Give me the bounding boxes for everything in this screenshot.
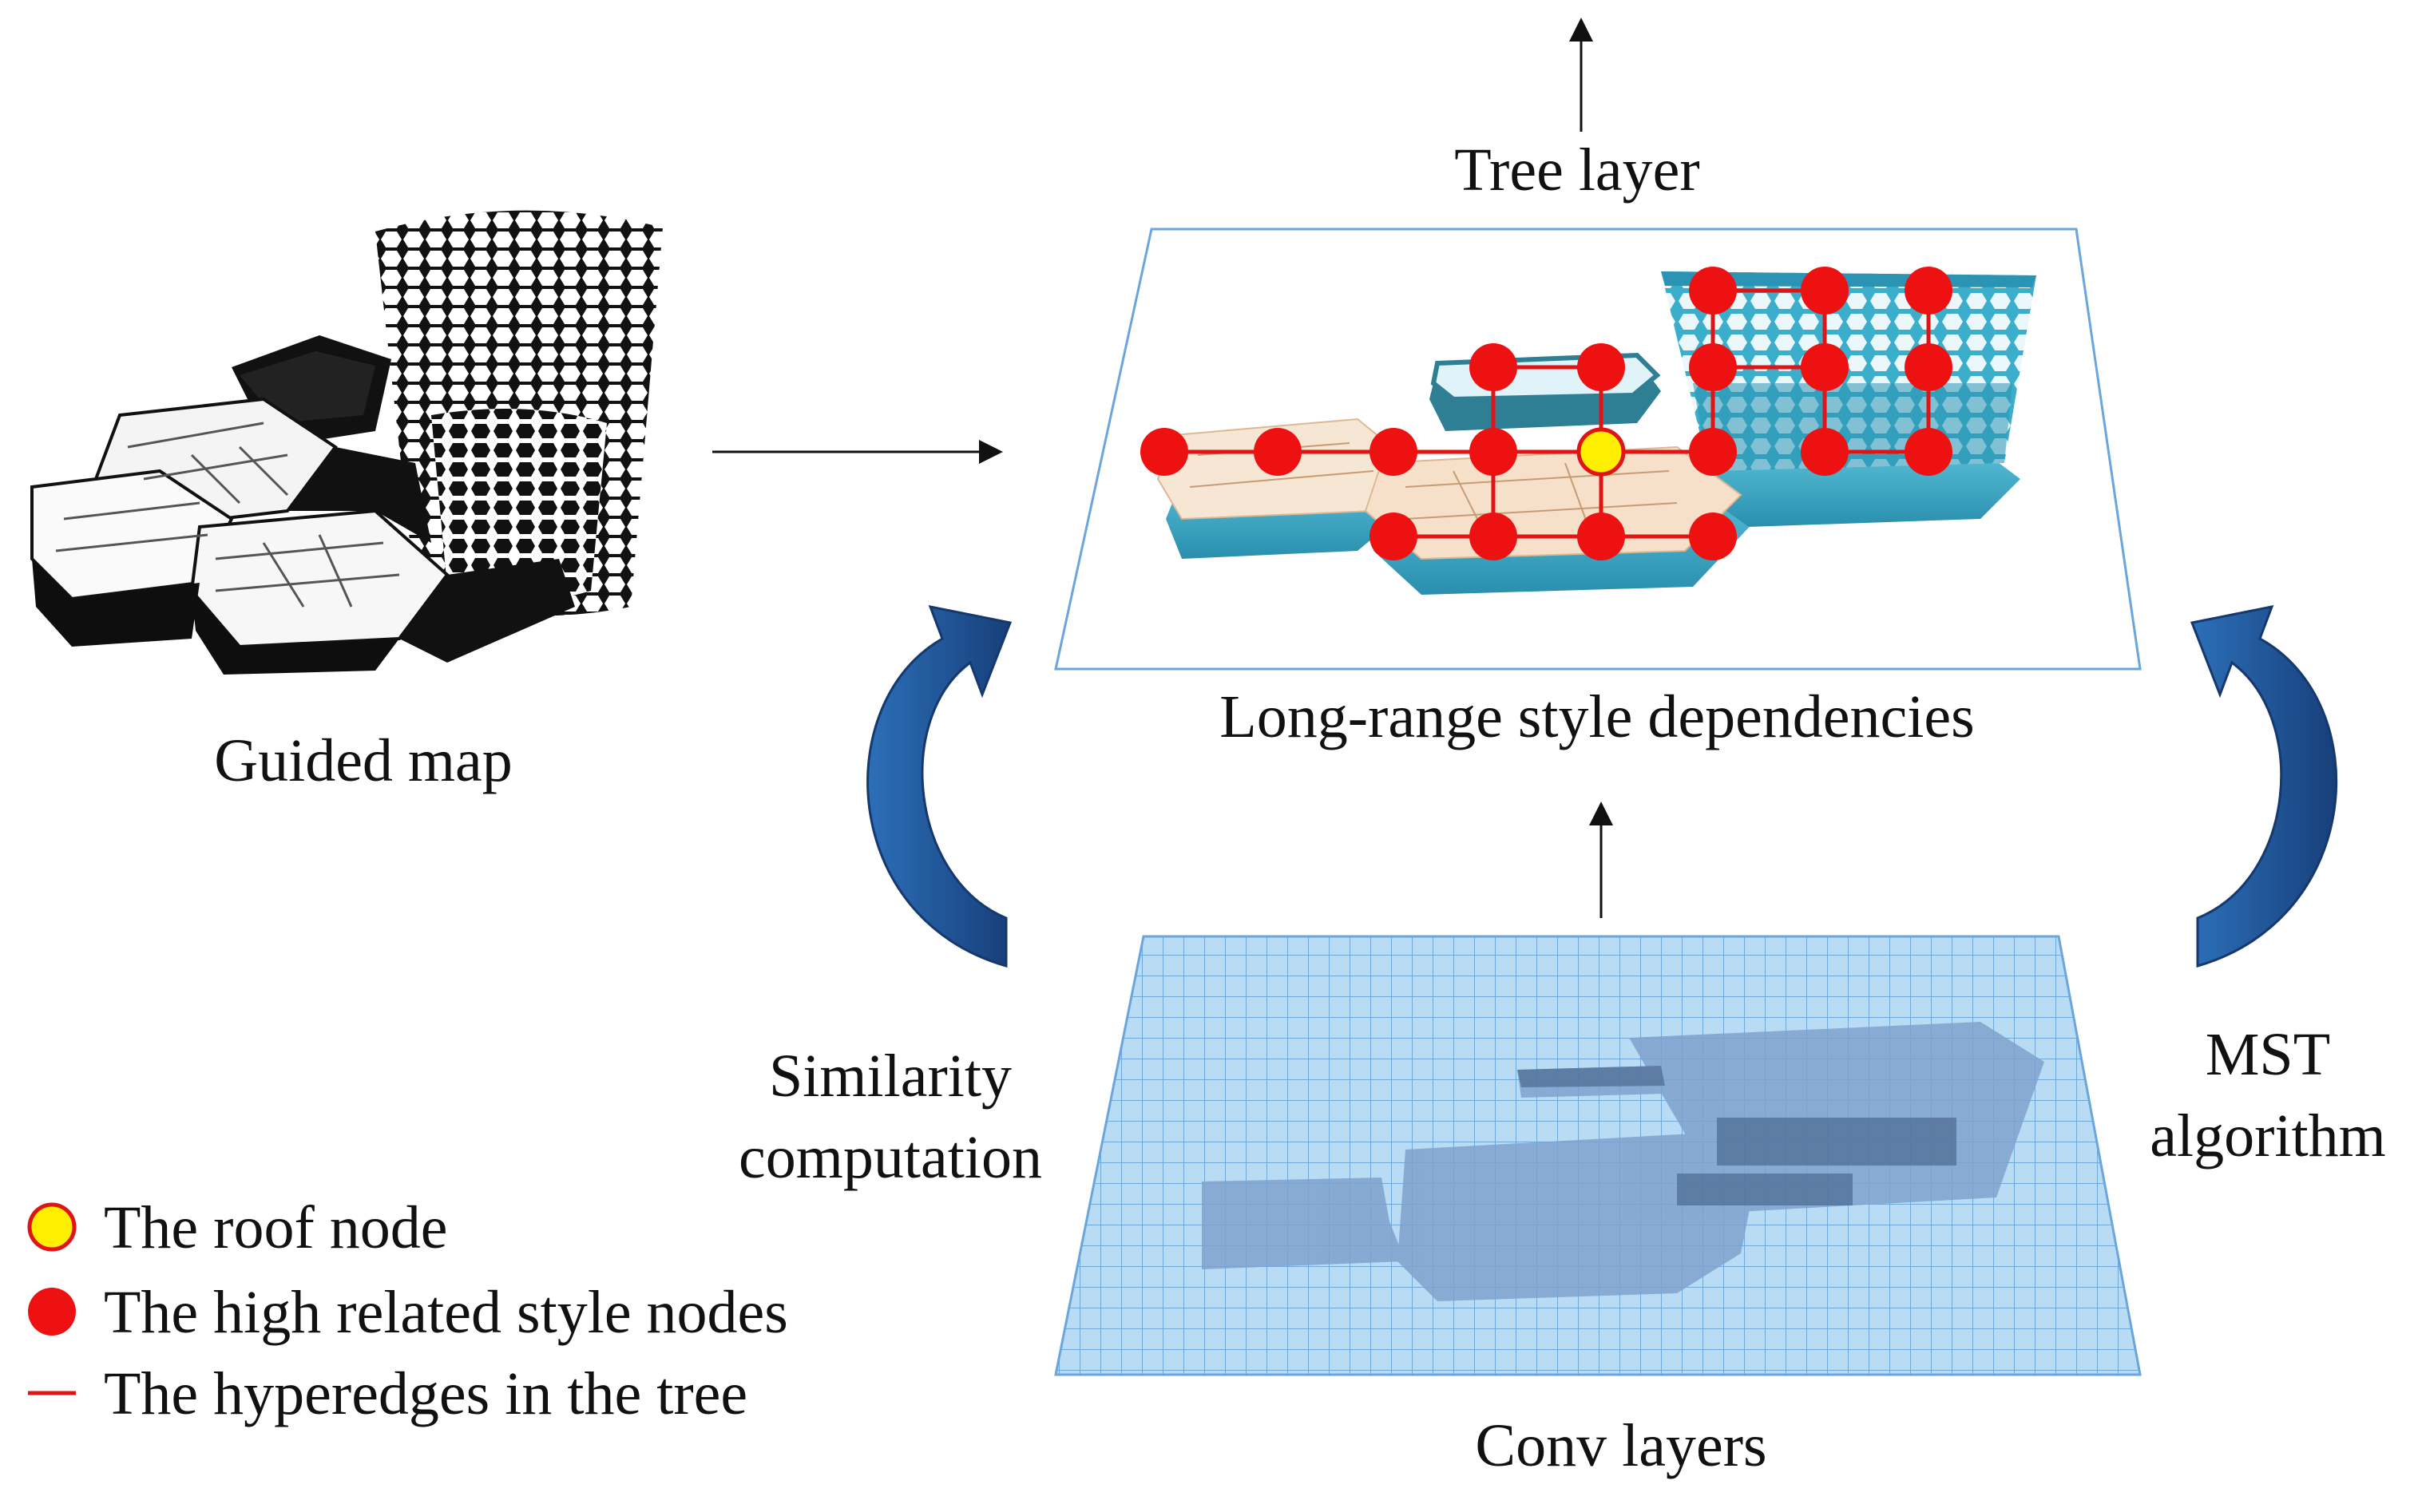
tree-graph bbox=[1140, 267, 1952, 560]
style-node bbox=[1469, 428, 1517, 476]
style-node bbox=[1370, 428, 1417, 476]
style-node bbox=[1689, 267, 1737, 315]
legend-roof-node-marker bbox=[27, 1202, 77, 1252]
guided-map-label: Guided map bbox=[214, 727, 513, 794]
style-node bbox=[1469, 343, 1517, 391]
similarity-label: Similarity bbox=[769, 1043, 1012, 1110]
legend-hyperedges-label: The hyperedges in the tree bbox=[104, 1360, 748, 1427]
conv-layers-label: Conv layers bbox=[1475, 1412, 1767, 1479]
style-node bbox=[1577, 343, 1625, 391]
similarity-curved-arrow bbox=[866, 604, 1013, 968]
legend-markers bbox=[27, 1202, 77, 1395]
style-node bbox=[1801, 267, 1849, 315]
tree-layer-label: Tree layer bbox=[1454, 137, 1700, 204]
style-node bbox=[1469, 513, 1517, 560]
guided-map-image bbox=[30, 210, 663, 675]
style-node bbox=[1801, 343, 1849, 391]
legend-style-nodes-label: The high related style nodes bbox=[104, 1279, 788, 1346]
style-node bbox=[1577, 513, 1625, 560]
style-node bbox=[1905, 267, 1952, 315]
style-node bbox=[1689, 428, 1737, 476]
long-range-label: Long-range style dependencies bbox=[1219, 683, 1975, 750]
style-node bbox=[1689, 513, 1737, 560]
conv-layers-grid bbox=[1054, 935, 2142, 1376]
style-node bbox=[1254, 428, 1302, 476]
style-node bbox=[1905, 428, 1952, 476]
style-node bbox=[1801, 428, 1849, 476]
computation-label: computation bbox=[739, 1124, 1042, 1191]
legend-roof-node-label: The roof node bbox=[104, 1194, 448, 1261]
style-node bbox=[1140, 428, 1188, 476]
style-node bbox=[1689, 343, 1737, 391]
style-node bbox=[1905, 343, 1952, 391]
style-nodes bbox=[1140, 267, 1952, 560]
legend-style-node-marker bbox=[28, 1288, 76, 1336]
roof-node bbox=[1576, 427, 1626, 477]
style-node bbox=[1370, 513, 1417, 560]
mst-label: MST bbox=[2205, 1021, 2331, 1088]
mst-curved-arrow bbox=[2190, 604, 2338, 968]
algorithm-label: algorithm bbox=[2150, 1102, 2386, 1170]
